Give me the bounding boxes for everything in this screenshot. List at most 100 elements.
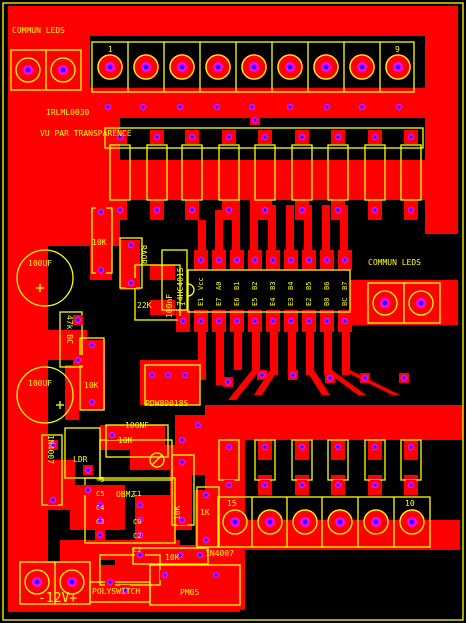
- via-pad: [48, 495, 58, 505]
- via-pad: [370, 480, 380, 490]
- round-pad: [292, 509, 318, 535]
- label-c100n: 100NF: [125, 421, 149, 430]
- via-pad: [357, 102, 367, 112]
- label-irlml: IRLML0030: [46, 108, 90, 117]
- label-ldr: LDR: [73, 455, 88, 464]
- via-pad: [95, 515, 105, 525]
- via-pad: [87, 340, 97, 350]
- small-ic-pin-right: C0: [133, 518, 141, 526]
- ic-pin-label-top: B6: [323, 282, 331, 290]
- ic-pin-label-bottom: B0: [323, 298, 331, 306]
- round-pad: [97, 54, 123, 80]
- cap-100uf-top: [16, 249, 74, 307]
- via-pad: [250, 115, 260, 125]
- via-pad: [126, 240, 136, 250]
- via-pad: [224, 480, 234, 490]
- via-pad: [177, 435, 187, 445]
- via-pad: [370, 205, 380, 215]
- via-pad: [103, 102, 113, 112]
- via-pad: [325, 373, 335, 383]
- label-ic-main: 74HC4015: [176, 267, 185, 306]
- round-pad: [313, 54, 339, 80]
- via-pad: [83, 485, 93, 495]
- via-pad: [201, 490, 211, 500]
- via-pad: [214, 316, 224, 326]
- round-pad: [399, 509, 425, 535]
- via-pad: [180, 370, 190, 380]
- round-pad: [363, 509, 389, 535]
- label-led-first-top: 1: [108, 45, 113, 54]
- via-pad: [333, 480, 343, 490]
- via-pad: [340, 316, 350, 326]
- label-commun-leds-right: COMMUN LEDS: [368, 258, 421, 267]
- ic-pin-label-bottom: E7: [215, 298, 223, 306]
- round-pad: [385, 54, 411, 80]
- small-ic-pin-left: +5: [96, 476, 104, 484]
- via-pad: [152, 132, 162, 142]
- ic-pin-label-top: B1: [233, 282, 241, 290]
- via-pad: [48, 440, 58, 450]
- vias: [48, 102, 416, 595]
- via-pad: [196, 316, 206, 326]
- via-pad: [370, 132, 380, 142]
- via-pad: [247, 102, 257, 112]
- label-cap-bottom: 100UF: [28, 379, 52, 388]
- via-pad: [406, 205, 416, 215]
- via-pad: [297, 205, 307, 215]
- via-pad: [304, 255, 314, 265]
- ic-pin-label-top: B7: [341, 282, 349, 290]
- label-rload: RAOR: [139, 245, 148, 264]
- via-pad: [187, 205, 197, 215]
- label-led-last-bottom: 10: [405, 499, 415, 508]
- via-pad: [250, 316, 260, 326]
- via-pad: [187, 132, 197, 142]
- led-header-top: [91, 41, 415, 93]
- ic-pin-label-top: B3: [269, 282, 277, 290]
- round-pad: [408, 290, 434, 316]
- via-pad: [333, 205, 343, 215]
- via-pad: [406, 480, 416, 490]
- label-bc: 47k BC: [65, 315, 74, 344]
- via-pad: [147, 370, 157, 380]
- small-ic-pin-left: C3: [96, 518, 104, 526]
- ic-pin-label-top: Vcc: [197, 277, 205, 290]
- round-pad: [222, 509, 248, 535]
- ic-pin-label-bottom: E1: [197, 298, 205, 306]
- via-pad: [322, 255, 332, 265]
- via-pad: [297, 442, 307, 452]
- via-pad: [260, 480, 270, 490]
- via-pad: [333, 442, 343, 452]
- via-pad: [224, 442, 234, 452]
- label-pm05: PM05: [180, 588, 199, 597]
- label-power: -12V+: [38, 591, 77, 606]
- via-pad: [340, 255, 350, 265]
- label-r10k-left: 10K: [92, 238, 107, 247]
- round-pad: [241, 54, 267, 80]
- via-pad: [260, 442, 270, 452]
- via-pad: [260, 132, 270, 142]
- via-pad: [175, 102, 185, 112]
- small-ic-pin-right: C2: [133, 532, 141, 540]
- via-pad: [177, 515, 187, 525]
- via-pad: [96, 265, 106, 275]
- label-r10k-mid: 10K: [84, 381, 99, 390]
- via-pad: [193, 420, 203, 430]
- via-pad: [138, 102, 148, 112]
- round-pad: [169, 54, 195, 80]
- label-led-first-bottom: 15: [227, 499, 237, 508]
- via-pad: [135, 550, 145, 560]
- small-ic-pin-right: C2: [133, 546, 141, 554]
- label-cap-top: 100UF: [28, 259, 52, 268]
- via-pad: [115, 132, 125, 142]
- label-r1k: 1K: [200, 508, 210, 517]
- via-pad: [333, 132, 343, 142]
- ic-pin-label-bottom: BC: [341, 298, 349, 306]
- via-pad: [135, 515, 145, 525]
- via-pad: [297, 132, 307, 142]
- round-pad: [59, 569, 85, 595]
- via-pad: [177, 457, 187, 467]
